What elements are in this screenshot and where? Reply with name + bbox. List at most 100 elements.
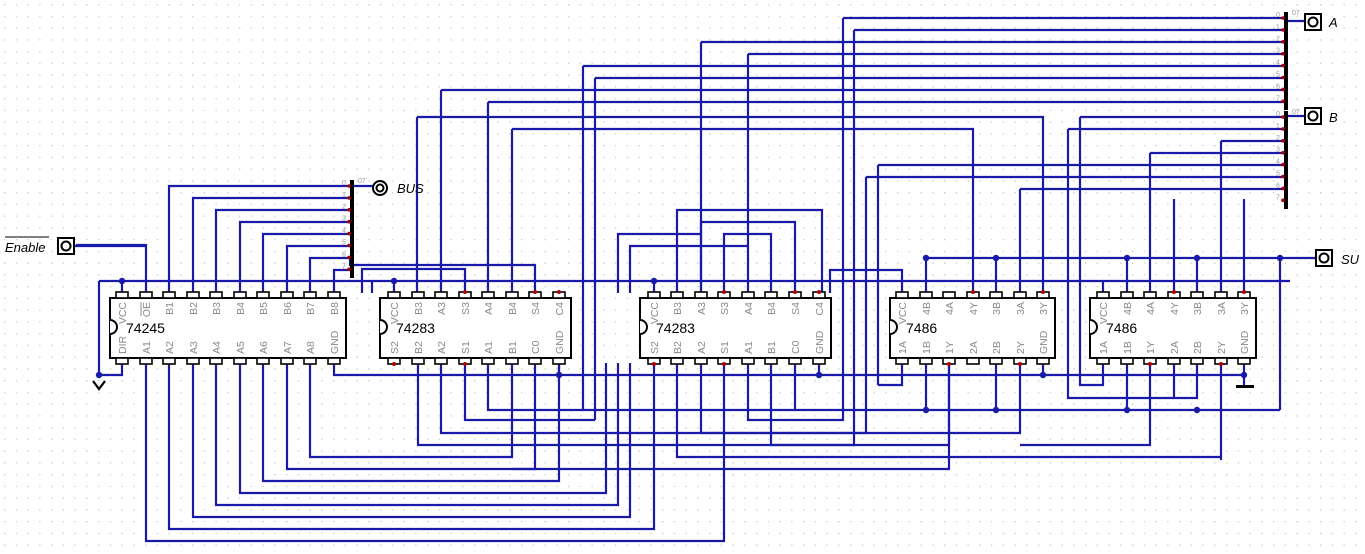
pin-B2[interactable] [670, 357, 684, 365]
pin-B6[interactable] [280, 291, 294, 299]
wire[interactable] [675, 208, 824, 293]
su-pin[interactable] [1315, 249, 1333, 267]
pin-A2[interactable] [162, 357, 176, 365]
pin-VCC[interactable] [115, 291, 129, 299]
a-pin[interactable] [1304, 13, 1322, 31]
pin-VCC[interactable] [1096, 291, 1110, 299]
chip-body[interactable] [1089, 297, 1257, 359]
wire[interactable] [746, 300, 845, 422]
a-pin-box[interactable] [1304, 13, 1322, 31]
pin-A1[interactable] [139, 357, 153, 365]
wire[interactable] [463, 363, 595, 422]
pin-B4[interactable] [233, 291, 247, 299]
pin-A3[interactable] [186, 357, 200, 365]
wire[interactable] [191, 196, 350, 293]
pin-4A[interactable] [942, 291, 956, 299]
wire[interactable] [878, 363, 904, 387]
pin-B1[interactable] [764, 357, 778, 365]
enable-pin-box[interactable] [57, 237, 75, 255]
pin-VCC[interactable] [895, 291, 909, 299]
wire[interactable] [1020, 363, 1152, 447]
chip-body[interactable] [639, 297, 832, 359]
pin-2A[interactable] [966, 357, 980, 365]
wire[interactable] [99, 363, 124, 377]
pin-A6[interactable] [256, 357, 270, 365]
pin-A8[interactable] [303, 357, 317, 365]
wire[interactable] [167, 184, 350, 293]
pin-A1[interactable] [481, 357, 495, 365]
pin-A3[interactable] [434, 291, 448, 299]
pin-OE[interactable] [139, 291, 153, 299]
pin-A1[interactable] [741, 357, 755, 365]
wire[interactable] [1066, 129, 1199, 400]
wire[interactable] [191, 363, 632, 519]
wire[interactable] [285, 244, 350, 293]
pin-2A[interactable] [1167, 357, 1181, 365]
pin-GND[interactable] [327, 357, 341, 365]
bus-pin-icon[interactable] [372, 180, 388, 196]
wire[interactable] [214, 208, 350, 293]
wire[interactable] [486, 363, 583, 412]
pin-A2[interactable] [694, 357, 708, 365]
pin-1B[interactable] [1120, 357, 1134, 365]
pin-VCC[interactable] [647, 291, 661, 299]
pin-4A[interactable] [1143, 291, 1157, 299]
pin-B1[interactable] [505, 357, 519, 365]
pin-A7[interactable] [280, 357, 294, 365]
wire[interactable] [628, 244, 748, 293]
wire[interactable] [285, 363, 537, 471]
pin-GND[interactable] [1036, 357, 1050, 365]
wire[interactable] [332, 363, 1244, 377]
pin-B3[interactable] [209, 291, 223, 299]
pin-C0[interactable] [788, 357, 802, 365]
pin-4B[interactable] [1120, 291, 1134, 299]
chip-body[interactable] [109, 297, 347, 359]
wire[interactable] [675, 363, 1221, 459]
wire[interactable] [261, 363, 561, 483]
pin-GND[interactable] [812, 357, 826, 365]
pin-B3[interactable] [670, 291, 684, 299]
chip-body[interactable] [379, 297, 572, 359]
wire[interactable] [332, 268, 350, 293]
wire[interactable] [1078, 117, 1105, 387]
pin-2B[interactable] [1190, 357, 1204, 365]
pin-A3[interactable] [694, 291, 708, 299]
wire[interactable] [144, 363, 726, 543]
pin-A2[interactable] [434, 357, 448, 365]
pin-B7[interactable] [303, 291, 317, 299]
pin-3A[interactable] [1214, 291, 1228, 299]
wire[interactable] [701, 363, 1022, 435]
pin-B4[interactable] [764, 291, 778, 299]
pin-1A[interactable] [1096, 357, 1110, 365]
su-pin-box[interactable] [1315, 249, 1333, 267]
wire[interactable] [439, 363, 868, 435]
wire[interactable] [261, 232, 350, 293]
pin-B5[interactable] [256, 291, 270, 299]
pin-1B[interactable] [919, 357, 933, 365]
pin-B4[interactable] [505, 291, 519, 299]
pin-B3[interactable] [411, 291, 425, 299]
wire[interactable] [512, 127, 975, 293]
pin-1A[interactable] [895, 357, 909, 365]
wire[interactable] [238, 363, 608, 495]
pin-GND[interactable] [552, 357, 566, 365]
pin-3B[interactable] [989, 291, 1003, 299]
wire[interactable] [417, 115, 1045, 293]
pin-B2[interactable] [186, 291, 200, 299]
wire[interactable] [238, 220, 350, 293]
pin-GND[interactable] [1237, 357, 1251, 365]
b-pin-box[interactable] [1304, 107, 1322, 125]
pin-B8[interactable] [327, 291, 341, 299]
pin-B1[interactable] [162, 291, 176, 299]
pin-3A[interactable] [1013, 291, 1027, 299]
pin-4B[interactable] [919, 291, 933, 299]
